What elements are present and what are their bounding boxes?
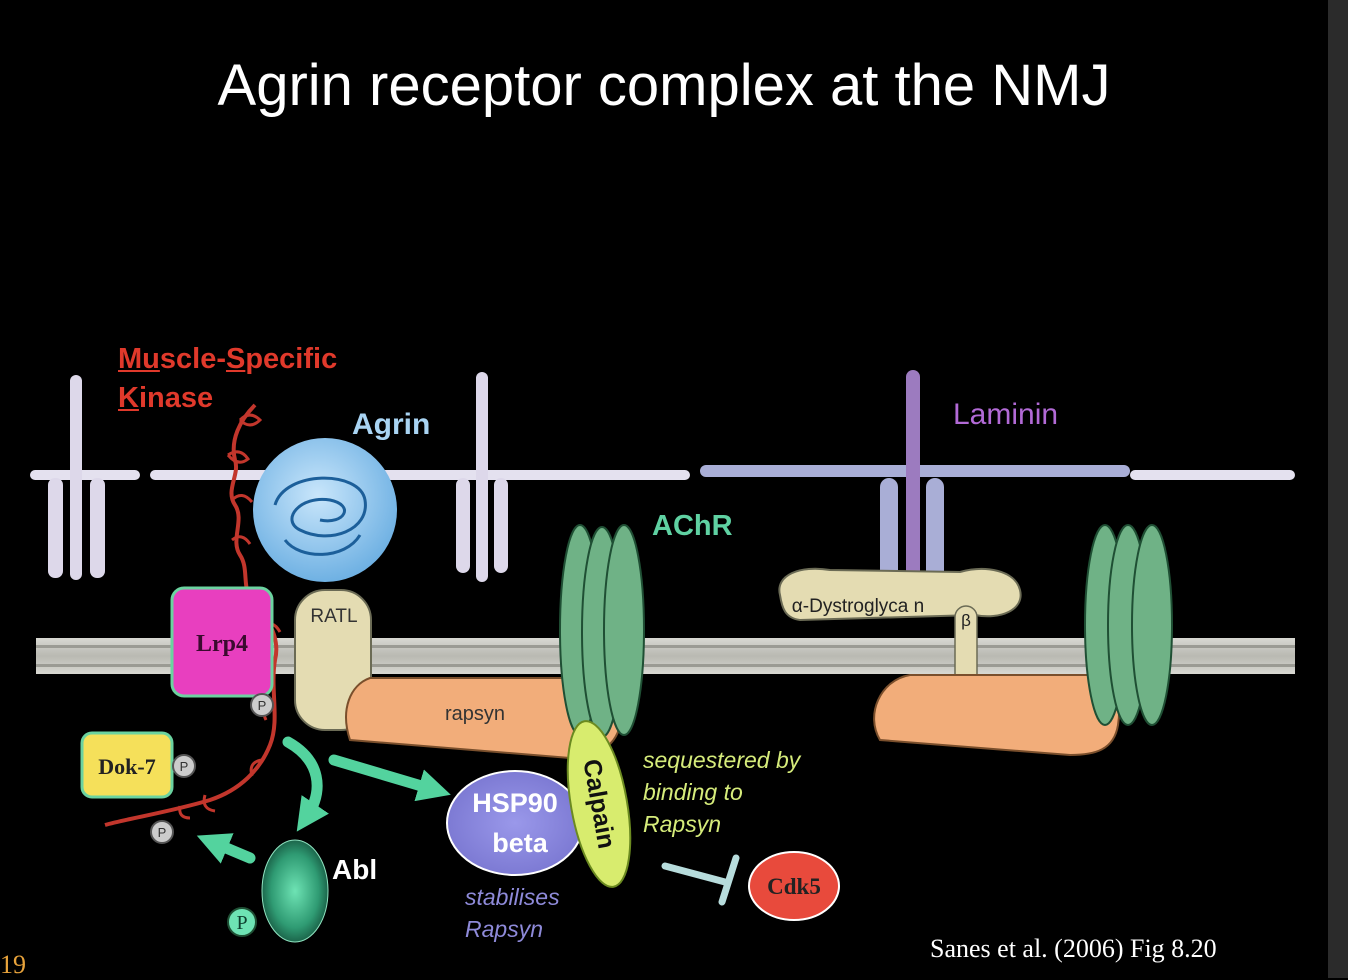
- lrp4-protein: Lrp4: [170, 586, 274, 698]
- basal-lamina: [30, 465, 1295, 480]
- achr-channel-left: [559, 524, 645, 738]
- arrow-to-abl: [282, 736, 329, 832]
- agrin-label: Agrin: [352, 408, 431, 441]
- laminin-label: Laminin: [953, 398, 1059, 431]
- stabilises-note: stabilises Rapsyn: [465, 884, 560, 942]
- achr-channel-right: [1084, 524, 1173, 726]
- svg-text:P: P: [180, 759, 189, 774]
- sequestered-note: sequestered by binding to Rapsyn: [643, 747, 801, 837]
- dystroglycan-beta-label: β: [961, 611, 971, 630]
- dok7-protein: Dok-7: [80, 731, 174, 799]
- phospho-dok7: P: [172, 754, 196, 778]
- agrin-protein: [253, 438, 397, 582]
- dystroglycan-alpha-label: α-Dystroglyca n: [792, 596, 924, 617]
- scrollbar[interactable]: [1328, 0, 1348, 978]
- phospho-musk: P: [150, 820, 174, 844]
- dok7-label: Dok-7: [98, 754, 155, 779]
- musk-label-line1: Muscle-Specific: [118, 343, 338, 375]
- svg-text:P: P: [236, 912, 247, 934]
- rapsyn-right: [873, 674, 1120, 757]
- slide-number: 19: [0, 950, 26, 979]
- laminin-protein: [880, 370, 944, 588]
- inhibition-symbol: [661, 854, 740, 906]
- ecm-protein-left: [48, 375, 105, 580]
- dystroglycan-complex: α-Dystroglyca n β: [778, 567, 1022, 707]
- citation: Sanes et al. (2006) Fig 8.20: [930, 934, 1217, 963]
- ratl-label: RATL: [310, 606, 357, 627]
- svg-text:P: P: [258, 698, 267, 713]
- rapsyn-left: rapsyn: [345, 677, 623, 760]
- rapsyn-label: rapsyn: [445, 703, 505, 725]
- phospho-lrp4: P: [250, 693, 274, 717]
- arrow-abl-to-musk: [196, 833, 256, 864]
- phospho-markers: P P P P: [150, 693, 274, 937]
- ecm-protein-middle: [456, 372, 508, 582]
- slide-title: Agrin receptor complex at the NMJ: [217, 53, 1111, 118]
- musk-label-line2: Kinase: [118, 382, 214, 414]
- achr-label: AChR: [652, 510, 733, 542]
- cdk5-label: Cdk5: [767, 874, 821, 899]
- svg-text:P: P: [158, 825, 167, 840]
- abl-label: Abl: [332, 854, 378, 885]
- phospho-abl: P: [227, 907, 257, 937]
- hsp90-label-line1: HSP90: [472, 788, 558, 818]
- signal-arrows: [196, 736, 451, 864]
- cdk5-protein: Cdk5: [748, 851, 840, 921]
- abl-protein: [261, 839, 329, 943]
- hsp90-beta-protein: HSP90 beta: [446, 770, 584, 876]
- calpain-protein: Calpain: [566, 720, 632, 888]
- lrp4-label: Lrp4: [196, 631, 248, 657]
- arrow-to-hsp90: [328, 754, 451, 802]
- hsp90-label-line2: beta: [492, 828, 549, 858]
